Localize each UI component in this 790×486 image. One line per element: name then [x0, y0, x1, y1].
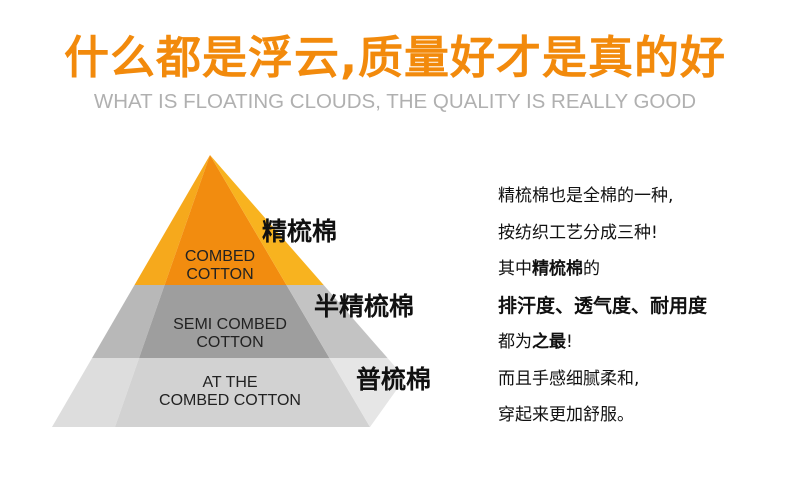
headline: 什么都是浮云,质量好才是真的好: [63, 31, 727, 84]
tier-bottom-cn-label: 普梳棉: [356, 365, 432, 394]
desc-line: 精梳棉也是全棉的一种,: [498, 186, 674, 206]
subheadline: WHAT IS FLOATING CLOUDS, THE QUALITY IS …: [93, 90, 697, 113]
pyramid-tier-bottom: [52, 358, 405, 427]
desc-line-emphasis: 排汗度、透气度、耐用度: [498, 294, 708, 317]
pyramid-tier-top: [134, 155, 324, 285]
tier-top-cn-label: 精梳棉: [262, 217, 338, 246]
tier-middle-cn-label: 半精梳棉: [314, 292, 415, 321]
desc-line: 都为之最!: [498, 332, 573, 352]
desc-line: 而且手感细腻柔和,: [498, 368, 640, 389]
desc-line: 穿起来更加舒服。: [498, 405, 634, 425]
pyramid-tier-middle: [92, 285, 388, 358]
desc-line: 其中精梳棉的: [498, 259, 600, 279]
description-text: 精梳棉也是全棉的一种, 按纺织工艺分成三种! 其中精梳棉的 排汗度、透气度、耐用…: [498, 183, 707, 439]
desc-line: 按纺织工艺分成三种!: [498, 222, 658, 243]
